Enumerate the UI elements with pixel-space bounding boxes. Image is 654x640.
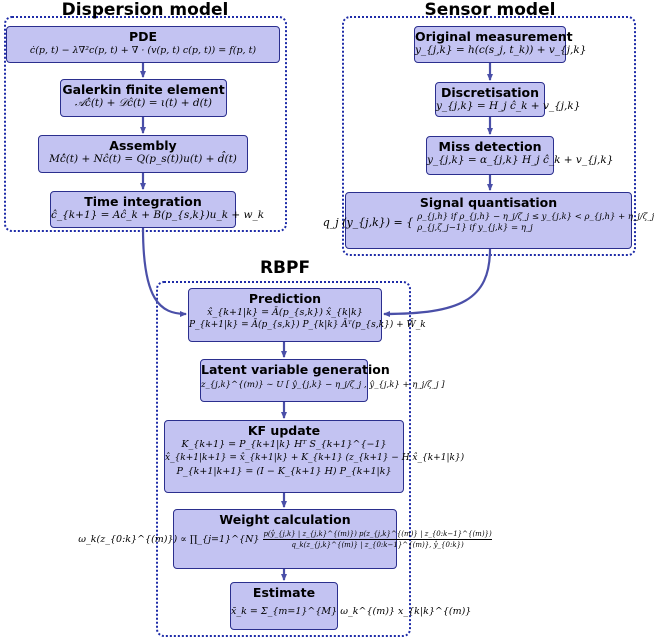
flow-arrows [140,63,493,581]
original-measurement-title: Original measurement [415,29,573,44]
estimate-box: Estimate x̄_k = Σ_{m=1}^{M} ω_k^{(m)} x_… [230,582,472,630]
original-measurement-equation: y_{j,k} = h(c(s_j, t_k)) + v_{j,k} [415,44,587,56]
kf-update-box: KF update K_{k+1} = P_{k+1|k} Hᵀ S_{k+1}… [164,420,465,493]
prediction-title: Prediction [248,291,322,306]
signal-quantisation-lhs: q_j (y_{j,k}) = { [322,216,414,230]
kf-update-title: KF update [247,423,321,438]
estimate-title: Estimate [252,585,316,600]
dispersion-model-group [4,16,287,232]
weight-calculation-title: Weight calculation [219,512,351,527]
discretisation-title: Discretisation [440,85,540,100]
galerkin-title: Galerkin finite element [62,82,225,97]
galerkin-equation: 𝒜ĉ̇(t) + 𝒟ĉ(t) = ι(t) + d(t) [75,97,212,109]
assembly-equation: Mĉ̇(t) + Nĉ(t) = Q(p_s(t))u(t) + d̂(t) [49,153,237,165]
weight-calculation-lhs: ω_k(z_{0:k}^{(m)}) ∝ ∏_{j=1}^{N} [78,533,260,545]
assembly-box: Assembly Mĉ̇(t) + Nĉ(t) = Q(p_s(t))u(t) … [38,135,248,173]
weight-calculation-numerator: p(ŷ_{j,k} | z_{j,k}^{(m)}) p(z_{j,k}^{(m… [263,530,492,540]
weight-calculation-denominator: q_k(z_{j,k}^{(m)} | z_{0:k−1}^{(m)}, ŷ_{… [291,541,464,549]
prediction-equation-2: P_{k+1|k} = Ā(p_{s,k}) P_{k|k} Āᵀ(p_{s,k… [189,319,426,330]
assembly-title: Assembly [109,138,177,153]
arrow-time-prediction [141,227,187,317]
dispersion-model-title: Dispersion model [61,0,229,20]
time-integration-title: Time integration [84,194,202,209]
time-integration-equation: ĉ_{k+1} = Aĉ_k + B(p_{s,k})u_k + w_k [51,209,265,221]
discretisation-equation: y_{j,k} = H_j ĉ_k + v_{j,k} [436,100,581,112]
kf-update-equation-3: P_{k+1|k+1} = (I − K_{k+1} H) P_{k+1|k} [176,465,392,477]
latent-variable-box: Latent variable generation z_{j,k}^{(m)}… [200,359,445,402]
pde-title: PDE [128,29,158,44]
pde-equation: ċ(p, t) − λ∇²c(p, t) + ∇ · (v(p, t) c(p,… [29,45,257,56]
latent-variable-equation: z_{j,k}^{(m)} ∼ U [ ŷ_{j,k} − η_j/ζ_j , … [201,380,445,390]
rbpf-group [156,281,411,637]
kf-update-equation-1: K_{k+1} = P_{k+1|k} Hᵀ S_{k+1}^{−1} [181,439,387,450]
original-measurement-box: Original measurement y_{j,k} = h(c(s_j, … [414,26,587,63]
time-integration-box: Time integration ĉ_{k+1} = Aĉ_k + B(p_{s… [50,191,265,228]
miss-detection-box: Miss detection y_{j,k} = α_{j,k} H_j ĉ_k… [426,136,614,175]
prediction-equation-1: x̂_{k+1|k} = Ā(p_{s,k}) x̂_{k|k} [207,307,363,318]
signal-quantisation-box: Signal quantisation q_j (y_{j,k}) = { ρ_… [323,192,654,249]
pde-box: PDE ċ(p, t) − λ∇²c(p, t) + ∇ · (v(p, t) … [6,26,280,63]
sensor-model-title: Sensor model [424,0,556,20]
latent-variable-title: Latent variable generation [201,362,390,377]
discretisation-box: Discretisation y_{j,k} = H_j ĉ_k + v_{j,… [435,82,581,117]
kf-update-equation-2: x̂_{k+1|k+1} = x̂_{k+1|k} + K_{k+1} (z_{… [165,452,465,463]
arrow-signal-prediction [383,248,492,317]
miss-detection-title: Miss detection [438,139,542,154]
signal-quantisation-case-2: ρ_{j,ζ_j−1} if y_{j,k} = η_j [417,223,533,233]
signal-quantisation-title: Signal quantisation [419,195,558,210]
prediction-box: Prediction x̂_{k+1|k} = Ā(p_{s,k}) x̂_{k… [188,288,426,342]
galerkin-box: Galerkin finite element 𝒜ĉ̇(t) + 𝒟ĉ(t) =… [60,79,227,117]
rbpf-title: RBPF [259,258,311,278]
signal-quantisation-case-1: ρ_{j,h} if ρ_{j,h} − η_j/ζ_j ≤ y_{j,k} <… [417,212,654,222]
miss-detection-equation: y_{j,k} = α_{j,k} H_j ĉ_k + v_{j,k} [427,154,614,166]
weight-calculation-box: Weight calculation ω_k(z_{0:k}^{(m)}) ∝ … [78,509,492,569]
estimate-equation: x̄_k = Σ_{m=1}^{M} ω_k^{(m)} x_{k|k}^{(m… [231,606,472,617]
